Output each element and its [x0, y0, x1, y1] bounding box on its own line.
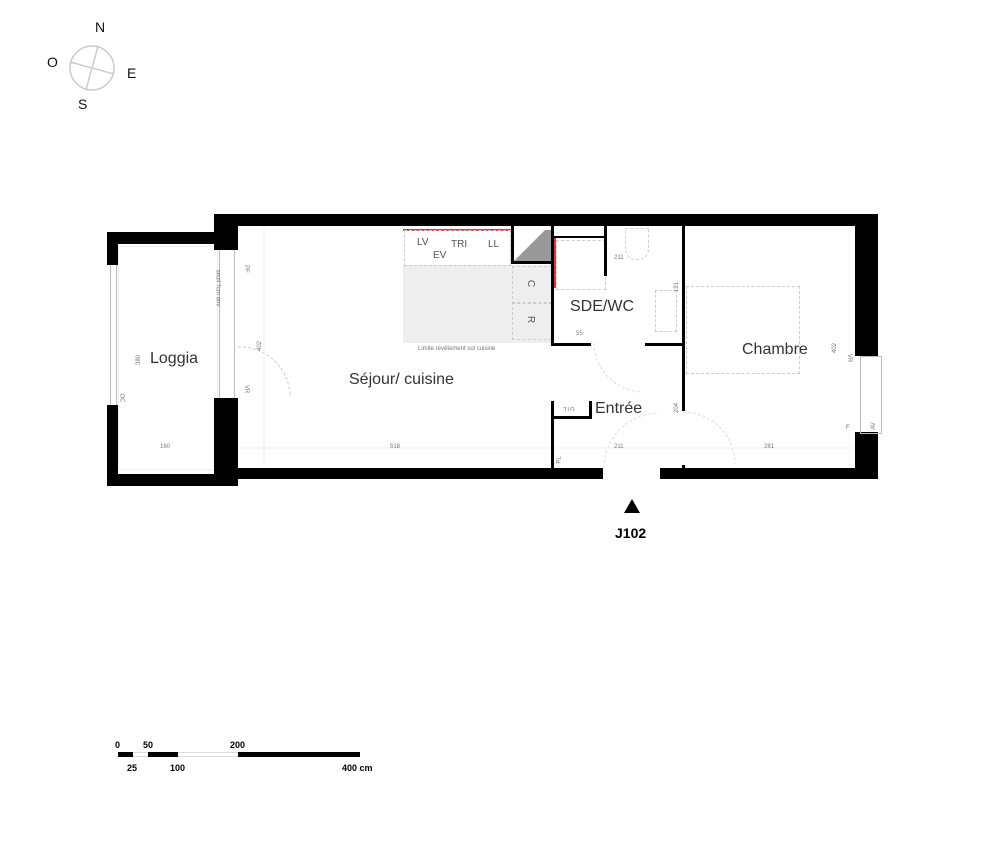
- dim-sejour-width: 518: [390, 444, 401, 450]
- label-lv: LV: [417, 237, 429, 248]
- label-pl: PL: [556, 456, 563, 464]
- wall-south-right: [660, 468, 878, 479]
- door-swing-loggia: [237, 346, 291, 398]
- scale-label: 0: [115, 740, 121, 750]
- dim-sejour-depth: 402: [257, 340, 264, 352]
- loggia-wall-west-lower: [107, 405, 118, 486]
- unit-id: J102: [615, 525, 647, 541]
- loggia-deck: [118, 246, 218, 470]
- bed: [686, 286, 800, 374]
- wall-south-left: [238, 468, 603, 479]
- room-label-sejour: Séjour/ cuisine: [349, 371, 454, 388]
- label-gtl: GTL: [563, 405, 575, 411]
- compass-icon: [69, 45, 115, 91]
- scale-segment: [148, 752, 178, 757]
- compass-east: E: [127, 65, 137, 81]
- label-r: R: [525, 315, 537, 324]
- room-label-sde: SDE/WC: [570, 298, 634, 315]
- label-vr-right: VR: [846, 353, 853, 363]
- loggia-wall-west-upper: [107, 232, 118, 265]
- dim-entree-depth: 204: [674, 402, 681, 414]
- scale-label: 100: [170, 763, 186, 773]
- partition: [682, 465, 685, 470]
- loggia-wall-north: [107, 232, 238, 244]
- partition: [551, 226, 554, 346]
- door-swing-chambre: [682, 411, 736, 465]
- partition: [554, 236, 606, 238]
- scale-segment: [118, 752, 133, 757]
- scale-label: 50: [143, 740, 154, 750]
- dim-chambre-depth: 402: [832, 342, 839, 354]
- room-label-loggia: Loggia: [150, 350, 199, 367]
- label-oc: OC: [118, 393, 125, 403]
- scale-segment: [133, 752, 148, 757]
- duct-shaft: [513, 230, 553, 262]
- wall-west-lower: [214, 398, 238, 486]
- partition: [589, 401, 592, 419]
- dim-loggia-length: 380: [136, 354, 143, 366]
- wall-north: [214, 214, 878, 226]
- label-tri: TRI: [451, 239, 468, 250]
- room-label-chambre: Chambre: [742, 341, 808, 358]
- dim-sde-depth: 191: [674, 281, 681, 293]
- wall-east-lower: [855, 432, 878, 479]
- partition: [511, 261, 553, 264]
- scale-segment: [178, 752, 238, 757]
- compass-south: S: [78, 96, 88, 112]
- partition: [551, 416, 591, 419]
- partition: [682, 226, 685, 411]
- window-chambre: [860, 356, 882, 434]
- toilet: [625, 228, 649, 260]
- loggia-opening: [110, 265, 117, 405]
- window-sejour: [219, 250, 235, 398]
- partition: [511, 226, 514, 264]
- entry-arrow-icon: [624, 499, 640, 513]
- room-label-entree: Entrée: [595, 400, 643, 417]
- label-seuil: seuil 7cm env: [214, 269, 221, 307]
- scale-label: 400 cm: [342, 763, 373, 773]
- compass-north: N: [95, 19, 106, 35]
- partition: [604, 226, 607, 276]
- kitchen-floor-area: [403, 265, 553, 343]
- kitchen-counter: [404, 230, 511, 266]
- loggia-wall-south: [107, 474, 238, 486]
- scale-label: 25: [127, 763, 138, 773]
- scale-segment: [238, 752, 360, 757]
- label-ev: EV: [433, 250, 447, 261]
- door-swing-sde: [593, 342, 643, 393]
- dim-loggia-width: 160: [160, 444, 171, 450]
- dim-entree-width: 211: [614, 444, 624, 450]
- label-av: AV: [870, 422, 877, 430]
- sink: [655, 290, 677, 332]
- label-vr-left: VR: [243, 384, 250, 394]
- wall-east-upper: [855, 214, 878, 356]
- label-ll: LL: [488, 239, 500, 250]
- partition: [645, 343, 685, 346]
- kitchen-floor-limit: Limite revêtement sol cuisine: [418, 346, 496, 352]
- partition: [551, 401, 554, 469]
- scale-label: 200: [230, 740, 246, 750]
- compass-west: O: [47, 54, 58, 70]
- dim-chambre-width: 281: [764, 444, 775, 450]
- partition: [551, 343, 591, 346]
- label-f: F: [846, 425, 850, 431]
- dim-sde-door: 55: [576, 331, 583, 337]
- door-swing-entry: [603, 412, 660, 469]
- label-pf: PF: [242, 265, 249, 273]
- dim-sde-width: 211: [614, 255, 624, 261]
- label-c: C: [525, 279, 537, 288]
- shower-marker: [554, 238, 556, 288]
